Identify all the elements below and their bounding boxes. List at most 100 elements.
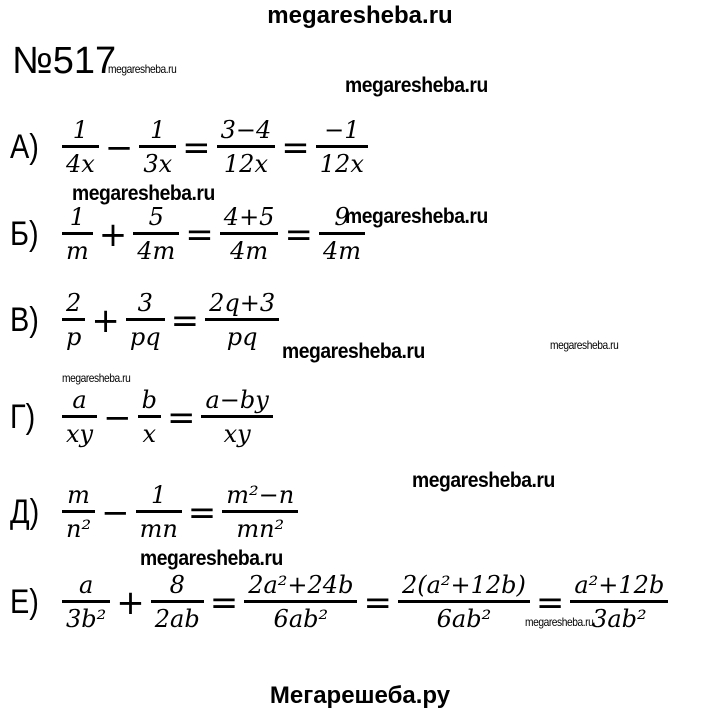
numerator: 3 <box>137 289 153 317</box>
denominator: 4m <box>318 232 365 267</box>
numerator: b <box>141 386 157 414</box>
problem-number: №517 <box>12 40 117 82</box>
problem-label: В) <box>10 301 39 339</box>
watermark: megaresheba.ru <box>140 547 283 570</box>
watermark: megaresheba.ru <box>282 340 425 363</box>
denominator: 3b² <box>62 600 111 635</box>
denominator: mn² <box>222 510 299 545</box>
problem-label: Б) <box>10 215 39 253</box>
operator: + <box>116 582 145 623</box>
operator: = <box>182 127 211 168</box>
watermark: megaresheba.ru <box>62 371 131 385</box>
denominator: 4x <box>62 145 99 180</box>
watermark: megaresheba.ru <box>525 615 594 629</box>
numerator: a²+12b <box>574 571 665 599</box>
denominator: m <box>62 232 93 267</box>
denominator: pq <box>125 318 165 353</box>
denominator: 12x <box>315 145 368 180</box>
denominator: pq <box>205 318 280 353</box>
numerator: m²−n <box>226 481 295 509</box>
denominator: p <box>62 318 86 353</box>
operator: − <box>103 397 132 438</box>
operator: = <box>187 492 217 533</box>
denominator: 12x <box>216 145 276 180</box>
numerator: m <box>67 481 90 509</box>
numerator: 8 <box>169 571 185 599</box>
fraction: 2(a²+12b)6ab² <box>397 570 530 635</box>
operator: = <box>209 582 239 623</box>
numerator: 1 <box>151 481 167 509</box>
denominator: 3x <box>139 145 177 180</box>
problem-label: А) <box>10 128 39 166</box>
numerator: 2 <box>66 289 82 317</box>
site-footer: Мегарешеба.ру <box>269 682 451 709</box>
denominator: 6ab² <box>244 600 358 635</box>
operator: = <box>284 214 313 255</box>
operator: = <box>535 582 565 623</box>
numerator: 2a²+24b <box>248 571 354 599</box>
problem-label: Г) <box>10 398 36 436</box>
denominator: 6ab² <box>397 600 530 635</box>
operator: = <box>281 127 310 168</box>
problem-label: Д) <box>10 493 40 531</box>
denominator: x <box>137 415 161 450</box>
watermark: megaresheba.ru <box>108 62 177 76</box>
operator: + <box>98 214 128 255</box>
watermark: megaresheba.ru <box>550 338 619 352</box>
watermark: megaresheba.ru <box>412 469 555 492</box>
numerator: 5 <box>148 203 164 231</box>
denominator: 2ab <box>150 600 204 635</box>
denominator: xy <box>201 415 273 450</box>
numerator: 9 <box>334 203 350 231</box>
numerator: 2(a²+12b) <box>401 571 526 599</box>
watermark: megaresheba.ru <box>72 182 215 205</box>
numerator: 2q+3 <box>209 289 276 317</box>
operator: = <box>170 300 200 341</box>
denominator: xy <box>62 415 98 450</box>
numerator: 1 <box>150 116 166 144</box>
numerator: a−by <box>205 386 269 414</box>
operator: = <box>185 214 214 255</box>
numerator: −1 <box>324 116 360 144</box>
operator: + <box>91 300 120 341</box>
denominator: 4m <box>133 232 180 267</box>
numerator: 3−4 <box>220 116 272 144</box>
numerator: 4+5 <box>223 203 275 231</box>
watermark: megaresheba.ru <box>345 205 488 228</box>
denominator: 4m <box>219 232 279 267</box>
denominator: mn <box>135 510 182 545</box>
site-header: megaresheba.ru <box>267 2 453 29</box>
denominator: 3ab² <box>570 600 669 635</box>
watermark: megaresheba.ru <box>345 74 488 97</box>
operator: − <box>104 127 134 168</box>
numerator: a <box>78 571 94 599</box>
problem-label: Е) <box>10 583 39 621</box>
operator: = <box>363 582 392 623</box>
numerator: a <box>72 386 87 414</box>
